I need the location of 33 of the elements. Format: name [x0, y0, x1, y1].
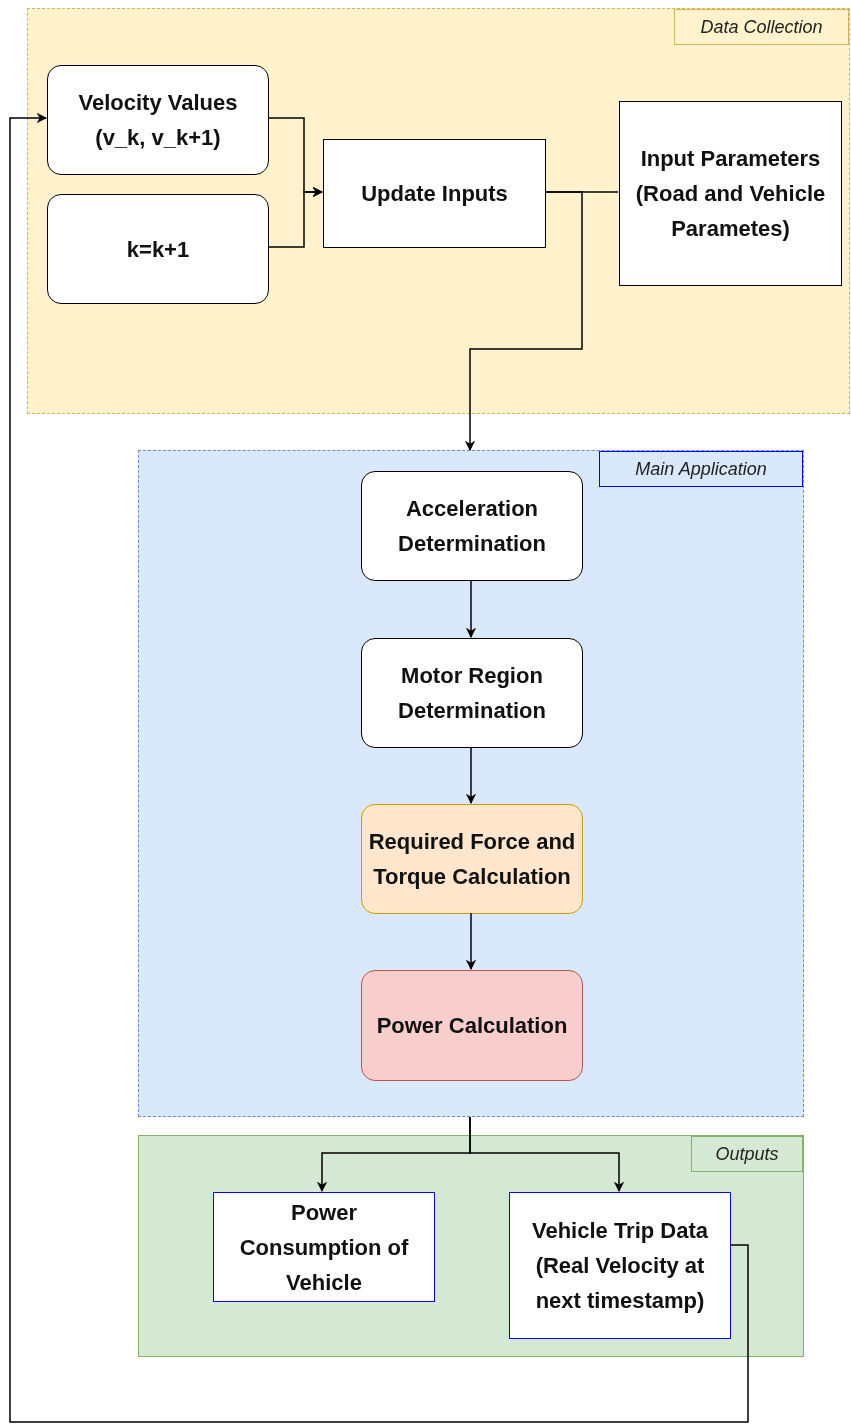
box-label: Acceleration Determination — [397, 495, 547, 558]
section-band — [138, 1135, 804, 1357]
box-label: Update Inputs — [361, 180, 508, 208]
process-box — [619, 101, 842, 286]
process-box — [213, 1192, 435, 1302]
box-label: Vehicle Trip Data (Real Velocity at next timestamp) — [530, 1217, 710, 1315]
box-label: Power Calculation — [376, 1012, 568, 1040]
rounded-box — [47, 194, 269, 304]
box-label: k=k+1 — [126, 235, 190, 264]
arrow — [469, 1116, 625, 1193]
rounded-box — [47, 65, 269, 175]
arrow — [464, 191, 583, 452]
section-tab: Main Application — [599, 451, 803, 487]
process-box — [509, 1192, 731, 1339]
box-label: Velocity Values (v_k, v_k+1) — [77, 89, 239, 152]
rounded-box — [361, 471, 583, 581]
section-band — [138, 450, 804, 1117]
arrow — [465, 746, 477, 805]
section-tab: Outputs — [691, 1136, 803, 1172]
arrow — [465, 912, 477, 971]
box-label: Power Consumption of Vehicle — [238, 1198, 410, 1297]
rounded-box — [361, 804, 583, 914]
section-tab: Data Collection — [674, 9, 849, 45]
arrow — [9, 112, 749, 1423]
box-label: Required Force and Torque Calculation — [367, 828, 577, 891]
arrow — [465, 579, 477, 639]
box-label: Motor Region Determination — [397, 662, 547, 725]
section-band — [27, 8, 850, 414]
box-label: Input Parameters (Road and Vehicle Parametes) — [634, 145, 827, 243]
process-box — [323, 139, 546, 248]
rounded-box — [361, 638, 583, 748]
rounded-box — [361, 970, 583, 1081]
arrow — [267, 186, 324, 248]
